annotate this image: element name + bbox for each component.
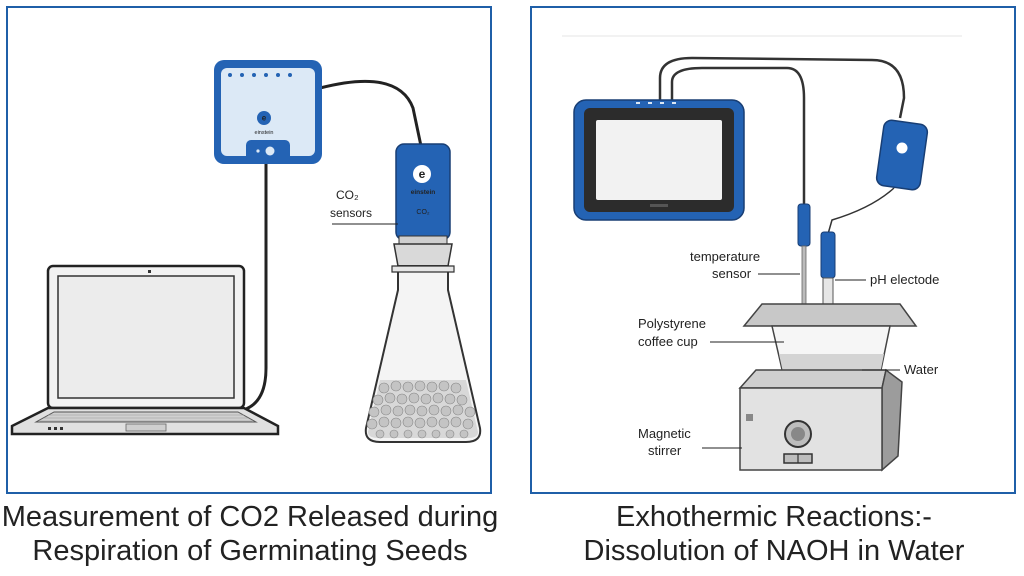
caption-left: Measurement of CO2 Released during Respi… — [0, 500, 500, 568]
cup-lid — [742, 303, 918, 327]
caption-right: Exhothermic Reactions:- Dissolution of N… — [524, 500, 1024, 568]
ph-module-logo-icon — [896, 142, 908, 154]
label-temperature: temperature — [690, 249, 760, 264]
sensor-logo-text: einstein — [411, 189, 436, 196]
label-magnetic: Magnetic — [638, 426, 691, 441]
tablet-to-ph-sensor-cable — [658, 56, 906, 119]
caption-right-line1: Exhothermic Reactions:- — [616, 501, 932, 533]
label-sensors: sensors — [330, 206, 372, 220]
svg-text:e: e — [419, 167, 426, 181]
label-stirrer: stirrer — [648, 443, 682, 458]
caption-left-line1: Measurement of CO2 Released during — [1, 501, 499, 533]
flask-stopper — [393, 243, 453, 267]
label-ph: pH electode — [870, 272, 939, 287]
ph-sensor-to-electrode-cable — [827, 187, 895, 235]
hub-logo-text: einstein — [255, 130, 274, 136]
caption-left-line2: Respiration of Germinating Seeds — [32, 535, 468, 567]
svg-text:e: e — [262, 114, 267, 123]
tablet-screen — [596, 120, 722, 200]
exothermic-experiment-panel: temperature sensor pH electode Polystyre… — [530, 6, 1016, 494]
hub-to-laptop-cable — [242, 158, 268, 412]
sensor-code-text: CO₂ — [416, 209, 430, 216]
label-sensor: sensor — [712, 266, 752, 281]
tablet-to-temperature-cable — [670, 66, 806, 208]
conical-flask — [364, 243, 482, 443]
label-polystyrene: Polystyrene — [638, 316, 706, 331]
ph-sensor-module — [875, 119, 929, 191]
co2-experiment-diagram: e einstein e einstein CO₂ — [10, 60, 482, 443]
caption-right-line2: Dissolution of NAOH in Water — [583, 535, 965, 567]
magnetic-stirrer — [738, 368, 903, 472]
hub-to-sensor-cable — [319, 79, 423, 147]
label-coffee-cup: coffee cup — [638, 334, 698, 349]
co2-sensor: e einstein CO₂ — [395, 143, 451, 245]
exothermic-experiment-diagram: temperature sensor pH electode Polystyre… — [562, 35, 962, 472]
co2-experiment-panel: e einstein e einstein CO₂ — [6, 6, 492, 494]
sensor-logo-icon — [413, 165, 431, 183]
label-co2: CO₂ — [336, 188, 359, 202]
label-water: Water — [904, 362, 939, 377]
laptop-touchpad — [125, 423, 167, 432]
laptop — [10, 264, 280, 436]
hub-logo-icon — [257, 111, 271, 125]
einstein-hub-device: e einstein — [214, 60, 322, 164]
einstein-tablet — [573, 99, 745, 221]
